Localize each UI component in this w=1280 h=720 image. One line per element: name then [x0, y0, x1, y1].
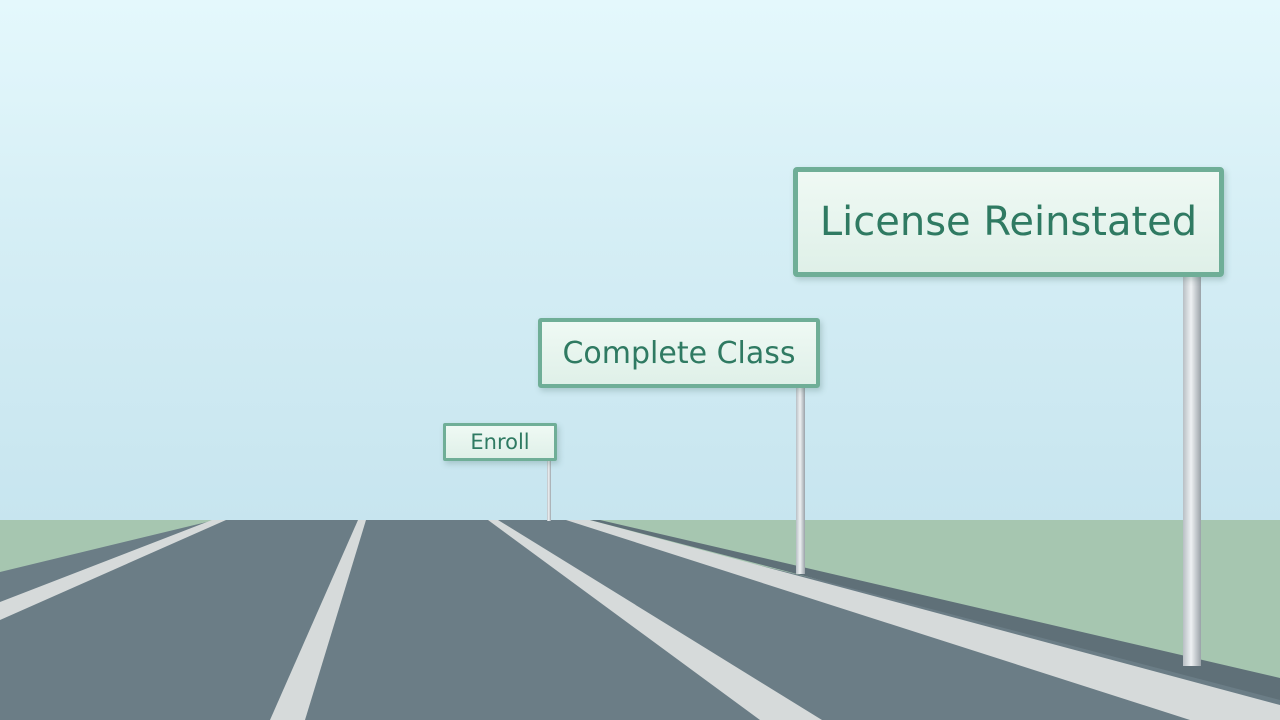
sign-license-reinstated: License Reinstated — [793, 167, 1224, 277]
right-shoulder — [590, 520, 1280, 700]
right-edge-line — [566, 520, 1280, 720]
sign-complete-class-text: Complete Class — [562, 335, 796, 371]
sign-license-reinstated-text: License Reinstated — [819, 199, 1198, 245]
sign-enroll: Enroll — [443, 423, 557, 461]
left-lane-line — [270, 520, 366, 720]
left-edge-line — [0, 520, 226, 620]
right-lane-line — [488, 520, 822, 720]
sign-pole-enroll — [547, 459, 551, 521]
sign-pole-license-reinstated — [1183, 276, 1201, 666]
sign-pole-complete-class — [796, 386, 805, 574]
sign-complete-class: Complete Class — [538, 318, 820, 388]
sign-enroll-text: Enroll — [470, 430, 530, 454]
